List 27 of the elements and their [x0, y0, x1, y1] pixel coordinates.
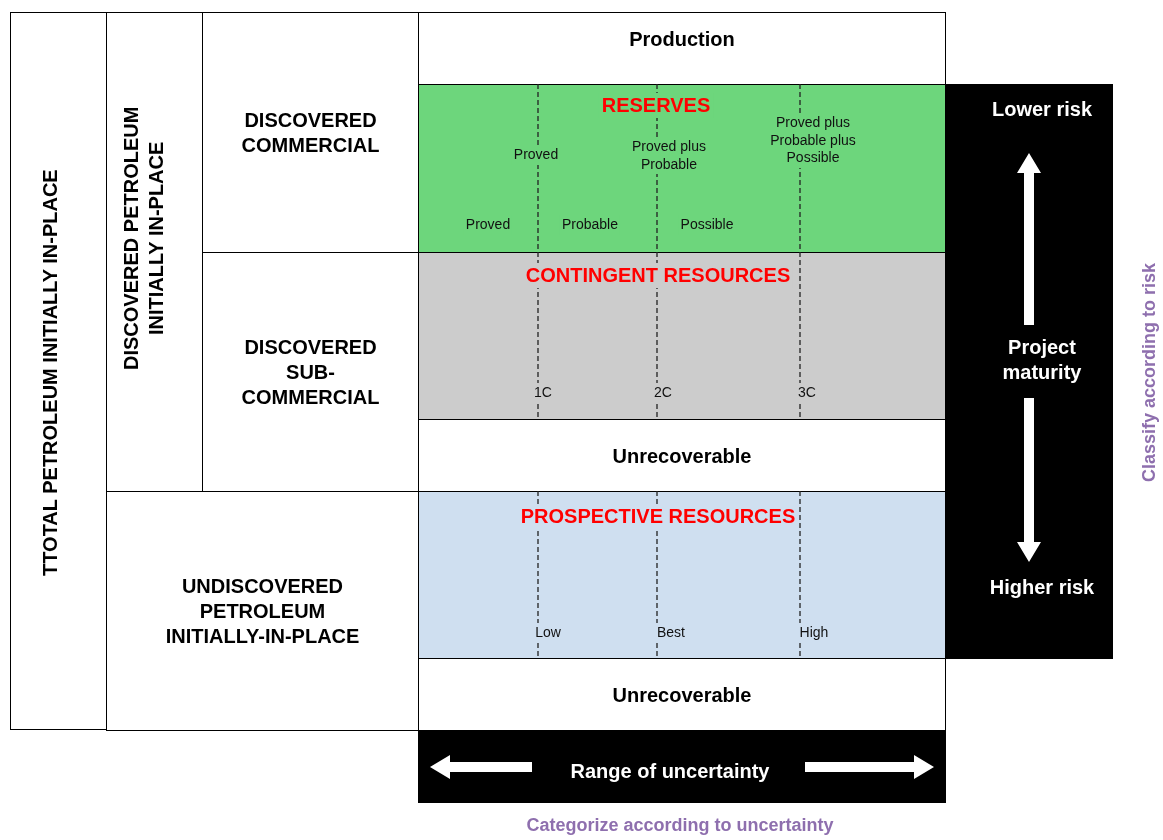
- category-label: DISCOVERED SUB-COMMERCIAL: [240, 334, 381, 410]
- category-label: 3C: [796, 383, 818, 403]
- category-label: Best: [655, 623, 687, 643]
- row-header: DISCOVERED PETROLEUM INITIALLY IN-PLACE: [118, 105, 168, 372]
- axis-label: Lower risk: [990, 97, 1093, 122]
- axis-label: Project maturity: [1001, 335, 1083, 385]
- category-label: Unrecoverable: [611, 682, 753, 707]
- row-header: TTOTAL PETROLEUM INITIALLY IN-PLACE: [37, 168, 62, 579]
- category-label: Production: [628, 26, 736, 52]
- category-label: Proved: [511, 145, 561, 165]
- category-label: Low: [533, 623, 563, 643]
- classification-band: [418, 252, 946, 420]
- axis-label: Higher risk: [988, 575, 1096, 600]
- category-label: UNDISCOVERED PETROLEUM INITIALLY-IN-PLACE: [164, 573, 361, 649]
- axis-band: [418, 730, 946, 803]
- axis-title: Categorize according to uncertainty: [526, 814, 834, 837]
- category-label: Unrecoverable: [611, 443, 753, 468]
- axis-label: Range of uncertainty: [569, 759, 771, 784]
- axis-band: [946, 84, 1113, 659]
- category-label: 1C: [532, 383, 554, 403]
- category-label: 2C: [652, 383, 674, 403]
- classification-band: [418, 84, 946, 253]
- axis-title: Classify according to risk: [1138, 261, 1160, 485]
- category-label: High: [797, 623, 831, 643]
- category-label: DISCOVERED COMMERCIAL: [240, 107, 381, 158]
- category-cell: [10, 12, 107, 730]
- classification-band: [418, 491, 946, 659]
